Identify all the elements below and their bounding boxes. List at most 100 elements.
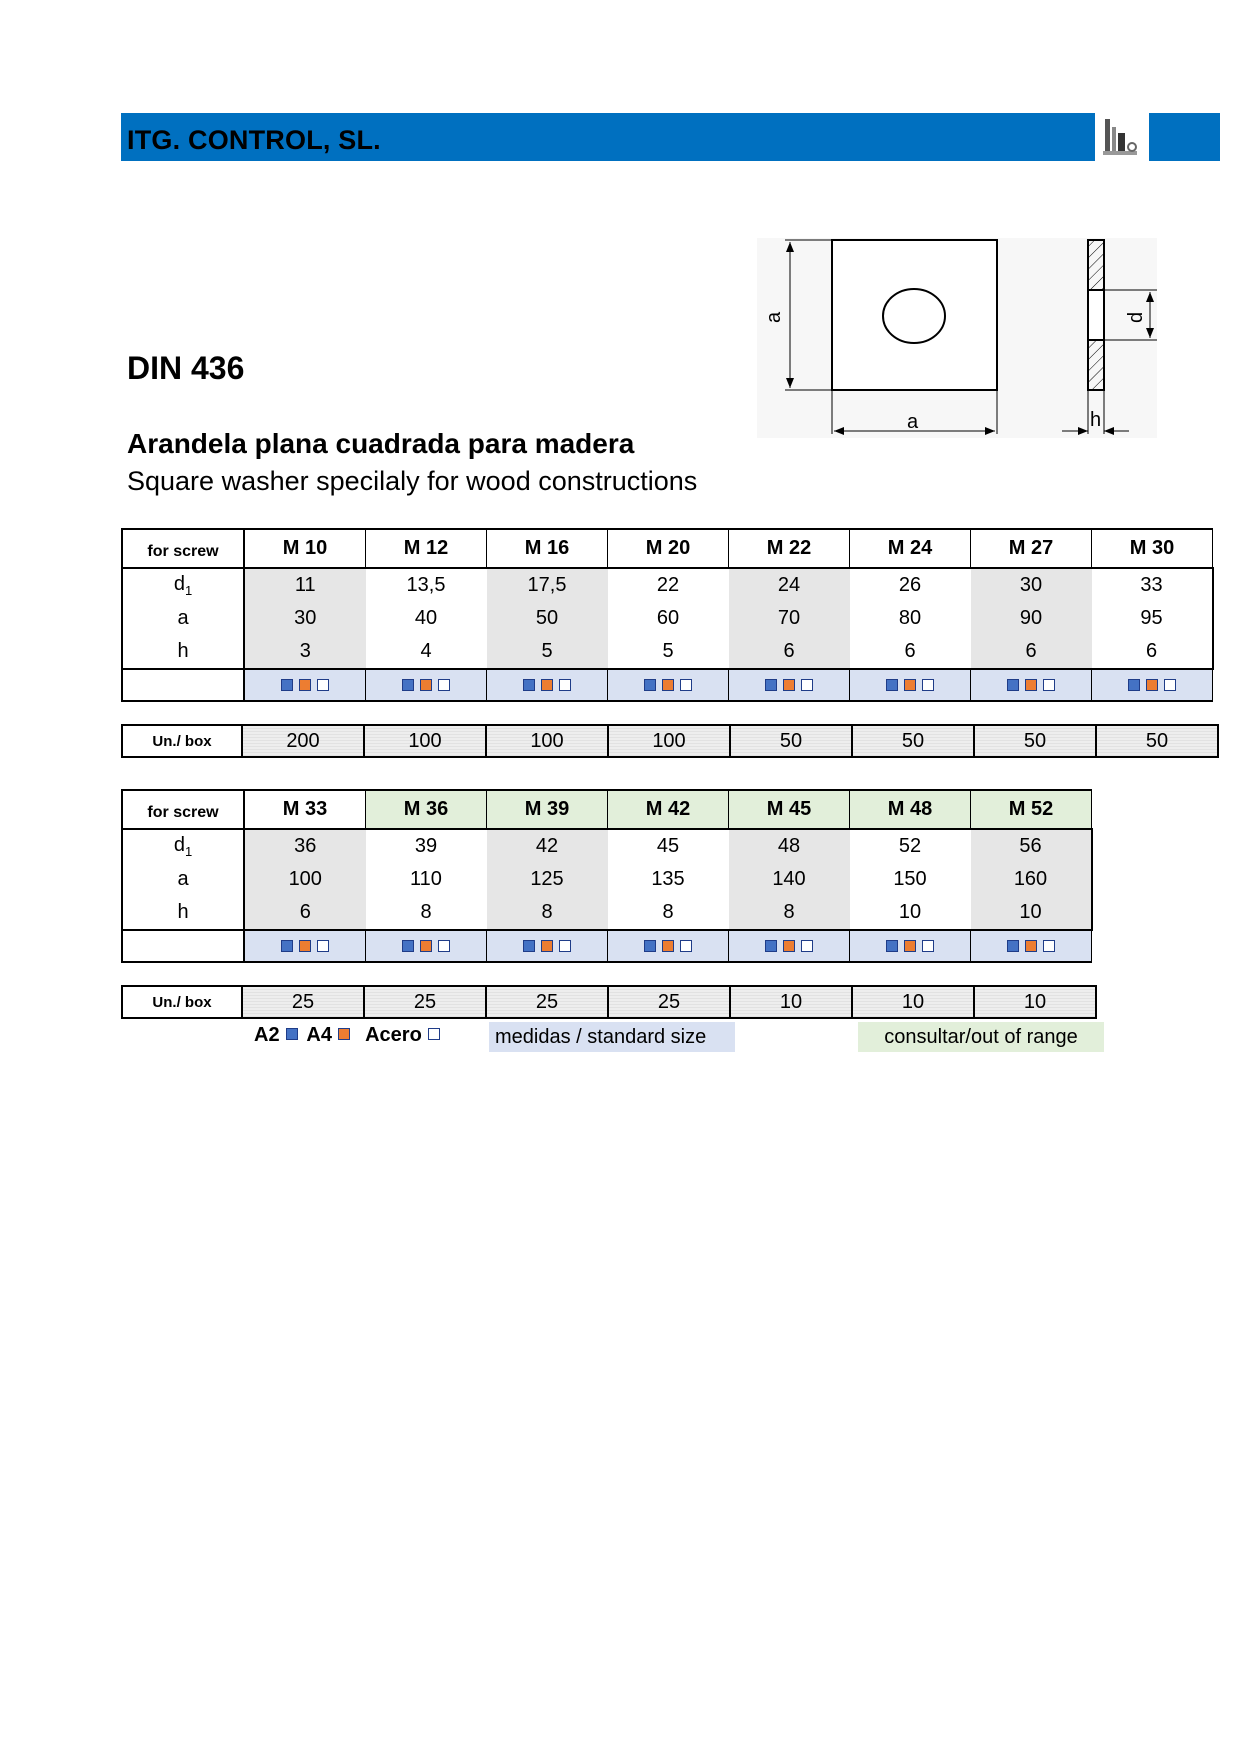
- a2-square-icon: [1007, 940, 1019, 953]
- table-cell: 5: [662, 640, 674, 662]
- label-a: a: [121, 602, 245, 635]
- table-cell: 100: [607, 724, 731, 758]
- acero-square-icon: [438, 679, 450, 692]
- table-cell: 8: [662, 901, 674, 923]
- table-cell: 8: [420, 901, 432, 923]
- table-cell: 90: [970, 602, 1092, 635]
- table-cell: 30: [970, 568, 1092, 602]
- units-per-box-row: Un./ box 25 25 25 25 10 10 10: [121, 985, 1097, 1019]
- label-h: h: [121, 896, 245, 930]
- a-row: a 30 40 50 60 70 80 90 95: [121, 602, 1214, 635]
- table-cell: 70: [728, 602, 850, 635]
- screw-size: M 52: [970, 789, 1092, 830]
- units-per-box-row: Un./ box 200 100 100 100 50 50 50 50: [121, 724, 1219, 758]
- material-icons: [244, 929, 366, 963]
- screw-size: M 48: [849, 789, 971, 830]
- table-cell: 125: [486, 863, 608, 896]
- label-un-box: Un./ box: [121, 724, 243, 758]
- h-row: h 3 4 5 5 6 6 6 6: [121, 635, 1214, 669]
- a2-square-icon: [644, 940, 656, 953]
- screw-size: M 20: [607, 528, 729, 569]
- table-cell: 25: [607, 985, 731, 1019]
- a4-square-icon: [1146, 679, 1158, 692]
- a4-square-icon: [783, 679, 795, 692]
- table-cell: 150: [893, 868, 927, 890]
- table-cell: 8: [486, 896, 608, 930]
- acero-square-icon: [1043, 679, 1055, 692]
- subtitle-spanish: Arandela plana cuadrada para madera: [127, 428, 635, 459]
- a4-square-icon: [904, 940, 916, 953]
- a2-square-icon: [644, 679, 656, 692]
- material-icons: [728, 929, 850, 963]
- units-per-box-table-1: Un./ box 200 100 100 100 50 50 50 50: [121, 724, 1219, 758]
- table-cell: 3: [244, 635, 366, 669]
- acero-square-icon: [427, 1028, 440, 1041]
- table-cell: 26: [898, 574, 922, 596]
- d1-row: d1 11 13,5 17,5 22 24 26 30 33: [121, 568, 1214, 602]
- a2-square-icon: [402, 679, 414, 692]
- table-cell: 50: [486, 602, 608, 635]
- table-cell: 4: [420, 640, 432, 662]
- material-icons: [1091, 668, 1213, 702]
- a4-square-icon: [420, 679, 432, 692]
- screw-size: M 45: [728, 789, 850, 830]
- label-d1: d1: [121, 829, 245, 863]
- a2-square-icon: [402, 940, 414, 953]
- table-cell: 48: [728, 829, 850, 863]
- a4-square-icon: [337, 1028, 350, 1041]
- table-cell: 200: [241, 724, 365, 758]
- company-name: ITG. CONTROL, SL.: [127, 125, 381, 155]
- table-cell: 42: [486, 829, 608, 863]
- a4-square-icon: [299, 940, 311, 953]
- table-cell: 24: [728, 568, 850, 602]
- spec-table-2: for screw M 33 M 36 M 39 M 42 M 45 M 48 …: [121, 789, 1093, 963]
- material-row: [121, 929, 1092, 963]
- washer-drawing: a a d h: [757, 238, 1157, 438]
- a4-square-icon: [420, 940, 432, 953]
- h-row: h 6 8 8 8 8 10 10: [121, 896, 1093, 930]
- material-icons: [244, 668, 366, 702]
- material-icons: [607, 929, 729, 963]
- a2-square-icon: [281, 940, 293, 953]
- acero-square-icon: [559, 940, 571, 953]
- screw-size: M 24: [849, 528, 971, 569]
- a2-square-icon: [1007, 679, 1019, 692]
- company-logo-icon: [1095, 113, 1149, 161]
- screw-size: M 36: [365, 789, 487, 830]
- material-icons: [365, 929, 487, 963]
- table-cell: 50: [729, 724, 853, 758]
- a4-square-icon: [1025, 679, 1037, 692]
- a4-square-icon: [541, 679, 553, 692]
- material-icons: [970, 929, 1092, 963]
- a4-square-icon: [904, 679, 916, 692]
- a2-square-icon: [523, 679, 535, 692]
- legend-a2-label: A2: [254, 1024, 280, 1046]
- table-cell: 140: [728, 863, 850, 896]
- material-icons: [607, 668, 729, 702]
- table-cell: 36: [244, 829, 366, 863]
- table-cell: 160: [970, 863, 1093, 896]
- material-icons: [970, 668, 1092, 702]
- table-cell: 80: [898, 607, 922, 629]
- a2-square-icon: [765, 679, 777, 692]
- material-legend: A2 A4 Acero: [254, 1024, 444, 1047]
- standard-title: DIN 436: [127, 350, 245, 386]
- table-cell: 6: [904, 640, 916, 662]
- table-cell: 10: [973, 985, 1097, 1019]
- table-cell: 22: [656, 574, 680, 596]
- table-cell: 5: [486, 635, 608, 669]
- acero-square-icon: [1164, 679, 1176, 692]
- table-cell: 6: [1091, 635, 1214, 669]
- a4-square-icon: [299, 679, 311, 692]
- table-cell: 135: [651, 868, 685, 890]
- table-cell: 30: [244, 602, 366, 635]
- a4-square-icon: [662, 940, 674, 953]
- screw-size: M 42: [607, 789, 729, 830]
- acero-square-icon: [801, 940, 813, 953]
- table-cell: 11: [244, 568, 366, 602]
- screw-size: M 30: [1091, 528, 1213, 569]
- screw-row: for screw M 33 M 36 M 39 M 42 M 45 M 48 …: [121, 789, 1092, 830]
- table-cell: 40: [414, 607, 438, 629]
- a4-square-icon: [541, 940, 553, 953]
- legend-acero-label: Acero: [365, 1024, 422, 1046]
